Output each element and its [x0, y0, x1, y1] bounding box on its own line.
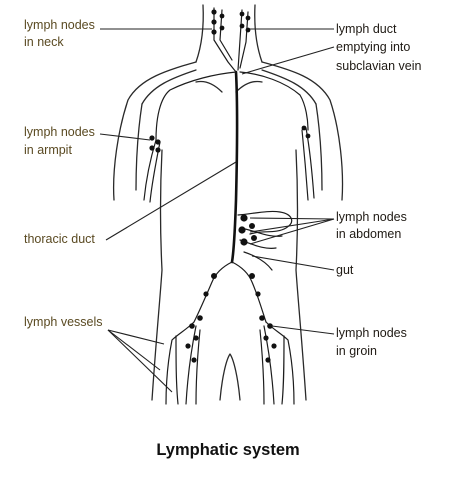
label-duct-vein-line1: lymph duct: [336, 22, 397, 36]
label-groin-line2: in groin: [336, 344, 377, 358]
label-armpit-line1: lymph nodes: [24, 125, 95, 139]
label-gut-line1: gut: [336, 263, 354, 277]
leader-lines: [99, 28, 335, 393]
label-armpit-line2: in armpit: [24, 143, 72, 157]
label-duct-vein-line2: emptying into: [336, 40, 410, 54]
label-neck-line2: in neck: [24, 35, 64, 49]
labels: lymph nodes in neck lymph duct emptying …: [24, 18, 422, 459]
label-thoracic-line1: thoracic duct: [24, 232, 95, 246]
label-vessels-line1: lymph vessels: [24, 315, 103, 329]
label-groin-line1: lymph nodes: [336, 326, 407, 340]
figure-caption: Lymphatic system: [156, 441, 299, 459]
label-abdomen-line1: lymph nodes: [336, 210, 407, 224]
label-abdomen-line2: in abdomen: [336, 227, 401, 241]
label-neck-line1: lymph nodes: [24, 18, 95, 32]
label-gut: gut: [336, 263, 354, 277]
label-groin: lymph nodes in groin: [336, 326, 410, 358]
label-vessels: lymph vessels: [24, 315, 103, 329]
lymph-vessels: [143, 7, 315, 405]
body-outline: [112, 4, 344, 401]
label-thoracic: thoracic duct: [24, 232, 95, 246]
lymph-nodes: [149, 9, 311, 363]
label-neck: lymph nodes in neck: [24, 18, 98, 49]
label-abdomen: lymph nodes in abdomen: [336, 210, 410, 241]
label-duct-vein-line3: subclavian vein: [336, 59, 422, 73]
label-armpit: lymph nodes in armpit: [24, 125, 98, 157]
label-duct-vein: lymph duct emptying into subclavian vein: [336, 22, 422, 73]
